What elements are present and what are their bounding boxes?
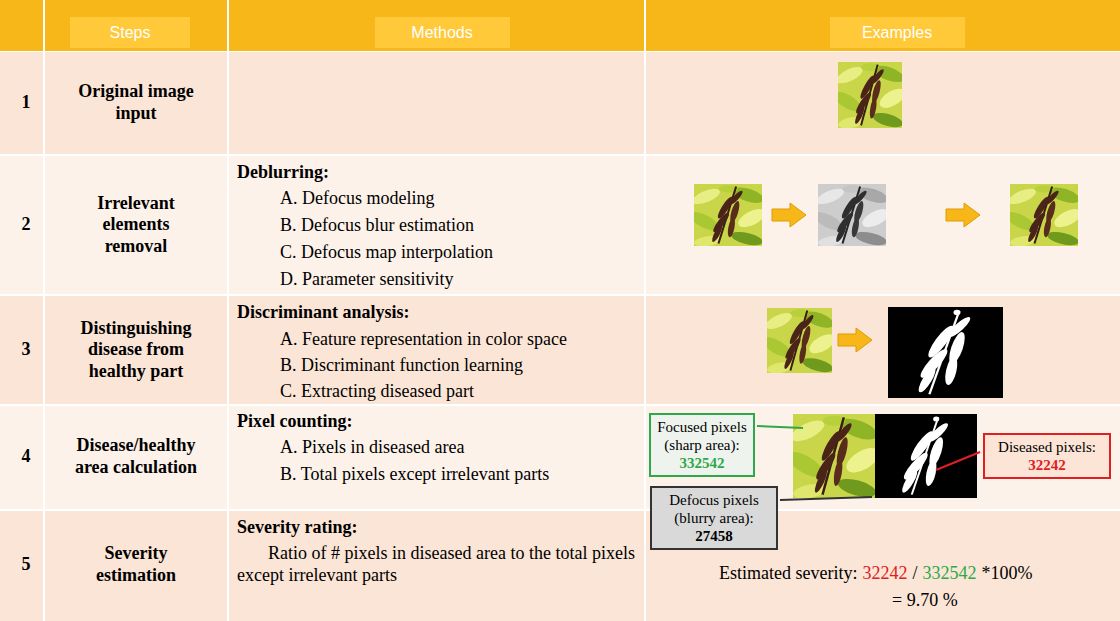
step-number: 4: [22, 446, 31, 468]
step-name: Disease/healthy area calculation: [58, 435, 214, 478]
severity-text: Estimated severity:: [719, 563, 857, 584]
callout-text: Defocus pixels (blurry area):: [656, 491, 772, 527]
step-name: Distinguishing disease from healthy part: [66, 318, 206, 383]
method-item: B. Discriminant function learning: [280, 355, 523, 377]
step-name: Original image input: [61, 81, 211, 124]
severity-text: /: [912, 563, 917, 584]
method-text: Ratio of # pixels in diseased area to th…: [237, 543, 637, 586]
callout-value: 332542: [655, 454, 749, 472]
step-name: Severity estimation: [86, 543, 186, 586]
severity-result: = 9.70 %: [892, 590, 958, 612]
step-name: Irrelevant elements removal: [81, 193, 191, 258]
callout-text: Focused pixels (sharp area):: [655, 418, 749, 454]
callout-text: Diseased pixels:: [989, 438, 1105, 456]
callout-value: 32242: [989, 456, 1105, 474]
severity-text: *100%: [981, 563, 1032, 584]
header-cell: Methods: [411, 23, 472, 42]
step-number: 3: [22, 339, 31, 361]
severity-line: Estimated severity:32242/332542*100%: [719, 563, 1037, 584]
method-item: C. Defocus map interpolation: [280, 242, 493, 264]
severity-value: 332542: [922, 563, 976, 584]
severity-value: 32242: [862, 563, 907, 584]
method-item: A. Pixels in diseased area: [280, 437, 464, 459]
method-item: A. Defocus modeling: [280, 188, 434, 210]
callout-box: Diseased pixels:32242: [983, 433, 1111, 479]
step-number: 1: [22, 92, 31, 114]
header-cell: Examples: [862, 23, 932, 42]
header-cell: Steps: [110, 23, 151, 42]
method-item: B. Defocus blur estimation: [280, 215, 474, 237]
method-item: C. Extracting diseased part: [280, 381, 474, 403]
method-item: D. Parameter sensitivity: [280, 269, 453, 291]
callout-value: 27458: [656, 527, 772, 545]
method-heading: Severity rating:: [237, 517, 357, 539]
method-heading: Deblurring:: [237, 162, 329, 184]
method-item: B. Total pixels except irrelevant parts: [280, 464, 549, 486]
step-number: 5: [22, 554, 31, 576]
method-item: A. Feature representation in color space: [280, 329, 567, 351]
step-number: 2: [22, 214, 31, 236]
method-heading: Pixel counting:: [237, 411, 353, 433]
callout-box: Focused pixels (sharp area):332542: [649, 413, 755, 477]
callout-box: Defocus pixels (blurry area):27458: [650, 486, 778, 550]
method-heading: Discriminant analysis:: [237, 302, 410, 324]
